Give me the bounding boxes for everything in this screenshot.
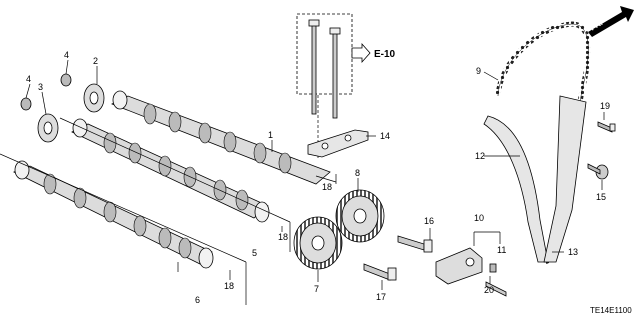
callout-14: 14 xyxy=(380,131,390,141)
chain-tensioner xyxy=(435,247,507,297)
callout-6: 6 xyxy=(195,295,200,305)
callout-20: 20 xyxy=(484,285,494,295)
callout-11: 11 xyxy=(497,245,506,255)
callout-4a: 4 xyxy=(64,50,69,60)
cam-seal-parts xyxy=(20,73,105,143)
leader-frame-lines xyxy=(0,117,291,305)
callout-18a: 18 xyxy=(322,182,332,192)
exhaust-camshaft xyxy=(71,118,270,223)
callout-17: 17 xyxy=(376,292,386,302)
callout-19: 19 xyxy=(600,101,610,111)
sprocket-bolts xyxy=(363,235,433,281)
callout-7: 7 xyxy=(314,284,319,294)
callout-5: 5 xyxy=(252,248,257,258)
intake-camshaft xyxy=(111,90,337,185)
callout-numbers: 1 2 3 4 4 5 6 7 8 9 10 11 12 13 14 15 16… xyxy=(26,50,610,305)
callout-1: 1 xyxy=(268,130,273,140)
callout-18b: 18 xyxy=(278,232,288,242)
reference-arrow: E-10 xyxy=(351,42,396,64)
cam-bracket xyxy=(307,129,369,158)
callout-3: 3 xyxy=(38,82,43,92)
chain-guides xyxy=(483,95,587,263)
callout-12: 12 xyxy=(475,151,485,161)
callout-4b: 4 xyxy=(26,74,31,84)
reference-label: E-10 xyxy=(374,49,396,60)
guide-bolts xyxy=(587,121,616,180)
callout-13: 13 xyxy=(568,247,578,257)
front-direction-arrow: FR. xyxy=(588,6,634,37)
lower-camshaft xyxy=(12,160,214,269)
callout-10: 10 xyxy=(474,213,484,223)
callout-8: 8 xyxy=(355,168,360,178)
callout-2: 2 xyxy=(93,56,98,66)
callout-16: 16 xyxy=(424,216,434,226)
cam-sprockets xyxy=(293,189,385,270)
drawing-code: TE14E1100 xyxy=(590,306,632,315)
callout-15: 15 xyxy=(596,192,606,202)
callout-9: 9 xyxy=(476,66,481,76)
callout-leaders xyxy=(25,59,605,290)
callout-18c: 18 xyxy=(224,281,234,291)
